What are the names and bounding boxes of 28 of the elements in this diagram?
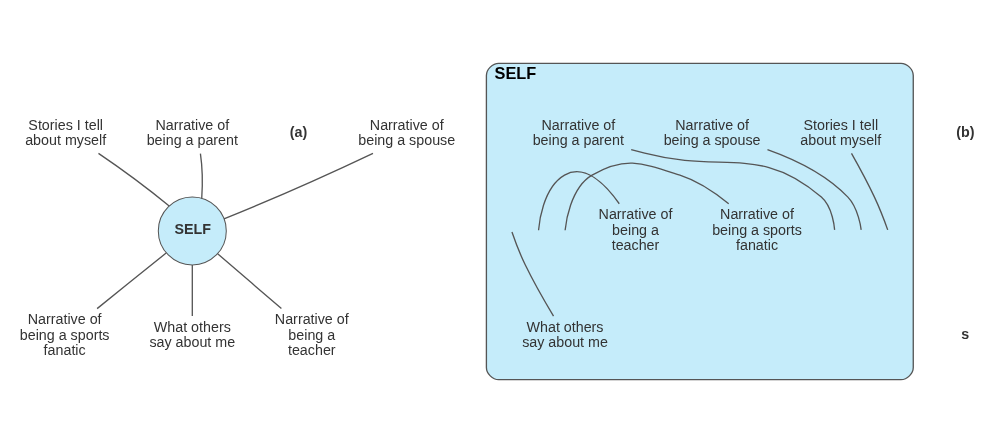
- connector: [630, 148, 835, 231]
- node-text: What others say about me: [521, 318, 608, 351]
- connector: [199, 152, 203, 200]
- connector: [222, 152, 374, 220]
- connector: [191, 264, 193, 317]
- node-text: Narrative of being a sports fanatic: [19, 311, 110, 358]
- node-text: Stories I tell about myself: [799, 116, 881, 149]
- node-text: Narrative of being a parent: [146, 116, 238, 149]
- label: s: [960, 325, 969, 342]
- node-text: Narrative of being a parent: [532, 116, 624, 149]
- connector: [563, 162, 729, 231]
- node-text: Narrative of being a spouse: [663, 116, 761, 149]
- connector: [766, 148, 862, 231]
- connector: [216, 253, 282, 310]
- node-text: Narrative of being a teacher: [274, 311, 349, 358]
- node-text: Narrative of being a sports fanatic: [711, 206, 802, 254]
- connector: [97, 152, 170, 207]
- connector: [510, 231, 554, 317]
- label: (a): [289, 123, 307, 140]
- label: (b): [955, 123, 974, 140]
- node-text: Narrative of being a teacher: [598, 206, 672, 254]
- connector: [95, 252, 167, 310]
- node-text: What others say about me: [148, 318, 235, 351]
- node-circle: SELF: [157, 196, 227, 266]
- node-text: Stories I tell about myself: [24, 116, 106, 149]
- connector: [537, 171, 620, 231]
- node-text: Narrative of being a spouse: [357, 116, 455, 149]
- connector: [850, 152, 888, 231]
